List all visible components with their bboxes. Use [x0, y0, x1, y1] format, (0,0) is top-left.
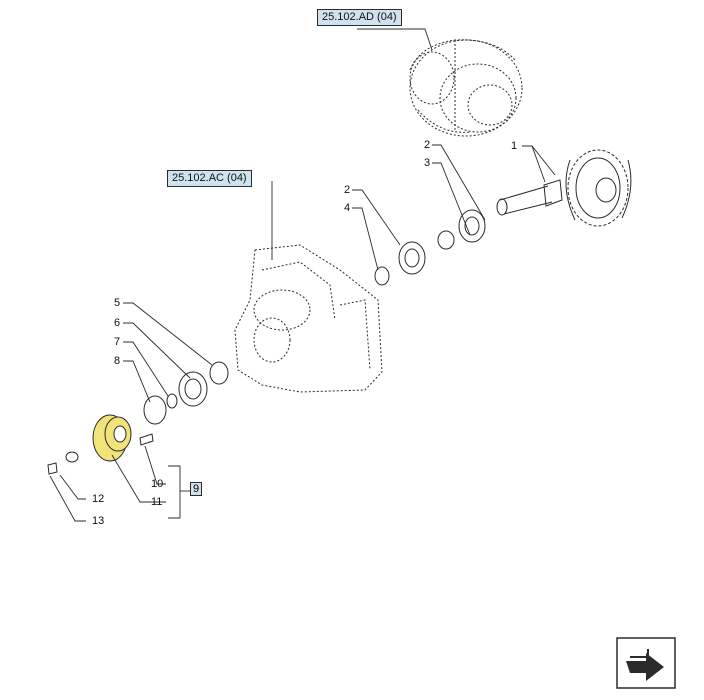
- callout-4: 4: [344, 202, 351, 214]
- output-bearing-stack: [143, 361, 229, 425]
- callout-10: 10: [151, 478, 164, 490]
- pinion-bearing-upper: [437, 209, 486, 250]
- callout-2-upper: 2: [424, 139, 431, 151]
- next-page-arrow-icon-graphic: [616, 637, 676, 689]
- differential-assembly: [409, 39, 523, 137]
- callout-7: 7: [114, 336, 121, 348]
- callout-8: 8: [114, 355, 121, 367]
- next-page-arrow-icon[interactable]: [616, 637, 676, 689]
- pinion-bearing-lower: [374, 241, 426, 286]
- group-label-9: 9: [190, 482, 203, 496]
- callout-3: 3: [424, 157, 431, 169]
- axle-housing: [234, 244, 383, 393]
- callout-1: 1: [511, 140, 518, 152]
- callout-13: 13: [92, 515, 105, 527]
- callout-5: 5: [114, 297, 121, 309]
- flange-highlighted: [92, 414, 132, 462]
- callout-2-lower: 2: [344, 184, 351, 196]
- hardware: [47, 433, 154, 475]
- ring-gear-pinion: [496, 149, 632, 227]
- callout-12: 12: [92, 493, 105, 505]
- reference-housing[interactable]: 25.102.AC (04): [167, 170, 252, 187]
- callout-11: 11: [151, 496, 163, 508]
- leader-lines: [49, 28, 556, 522]
- callout-6: 6: [114, 317, 121, 329]
- reference-differential[interactable]: 25.102.AD (04): [317, 9, 402, 26]
